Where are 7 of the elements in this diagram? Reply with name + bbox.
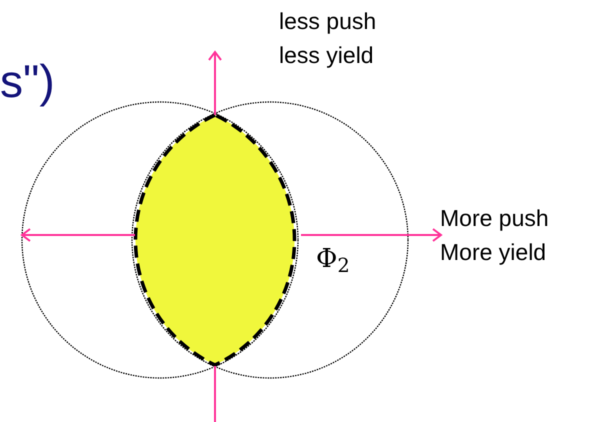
overlap-lens xyxy=(132,113,298,367)
arrow xyxy=(301,228,442,242)
arrow xyxy=(21,228,135,242)
effect-label: less push less yield xyxy=(279,7,378,70)
effect-label: More push More yield xyxy=(439,204,550,267)
title-fragment: s") xyxy=(0,58,55,104)
symbol-label: Φ$_{2}$ xyxy=(316,246,350,272)
